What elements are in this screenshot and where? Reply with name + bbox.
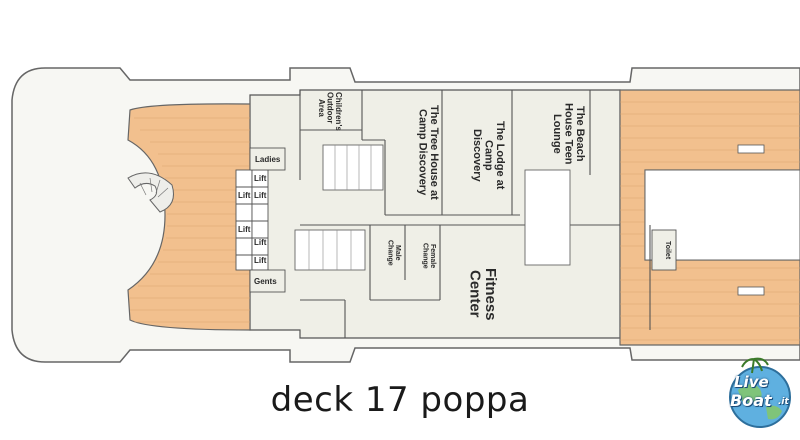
label-lift-2: Lift <box>238 191 251 200</box>
logo-line1: Live <box>734 373 769 391</box>
label-lift-6: Lift <box>254 256 267 265</box>
logo-suffix: .it <box>778 397 789 407</box>
ladies-room <box>249 147 286 171</box>
spiral-staircase <box>127 172 174 213</box>
label-male-change: Male Change <box>386 240 401 266</box>
label-lift-3: Lift <box>254 191 267 200</box>
liveboat-logo: Live Boat .it <box>720 355 800 435</box>
stairwells <box>294 144 571 271</box>
logo-line2: Boat <box>730 391 772 410</box>
lift-bank <box>235 169 269 271</box>
label-beach-house: The Beach House Teen Lounge <box>550 102 586 165</box>
label-lift-1: Lift <box>254 174 267 183</box>
gents-room <box>249 269 286 293</box>
room-walls <box>299 90 651 338</box>
label-female-change: Female Change <box>421 243 436 269</box>
label-childrens-outdoor-area: Children's Outdoor Area <box>317 92 343 131</box>
deck-vent-bottom <box>737 286 765 296</box>
label-lift-5: Lift <box>254 238 267 247</box>
deck-caption: deck 17 poppa <box>270 380 530 420</box>
toilet-room <box>651 229 677 271</box>
label-toilet: Toilet <box>664 240 671 260</box>
deck-vent-top <box>737 144 765 154</box>
label-lift-4: Lift <box>238 225 251 234</box>
label-fitness-center: Fitness Center <box>466 267 499 321</box>
label-ladies: Ladies <box>255 155 281 164</box>
label-tree-house: The Tree House at Camp Discovery <box>416 104 440 200</box>
stairwell-steps <box>308 145 372 270</box>
globe-icon <box>729 357 791 428</box>
label-gents: Gents <box>254 277 277 286</box>
label-lodge: The Lodge at Camp Discovery <box>470 121 506 190</box>
